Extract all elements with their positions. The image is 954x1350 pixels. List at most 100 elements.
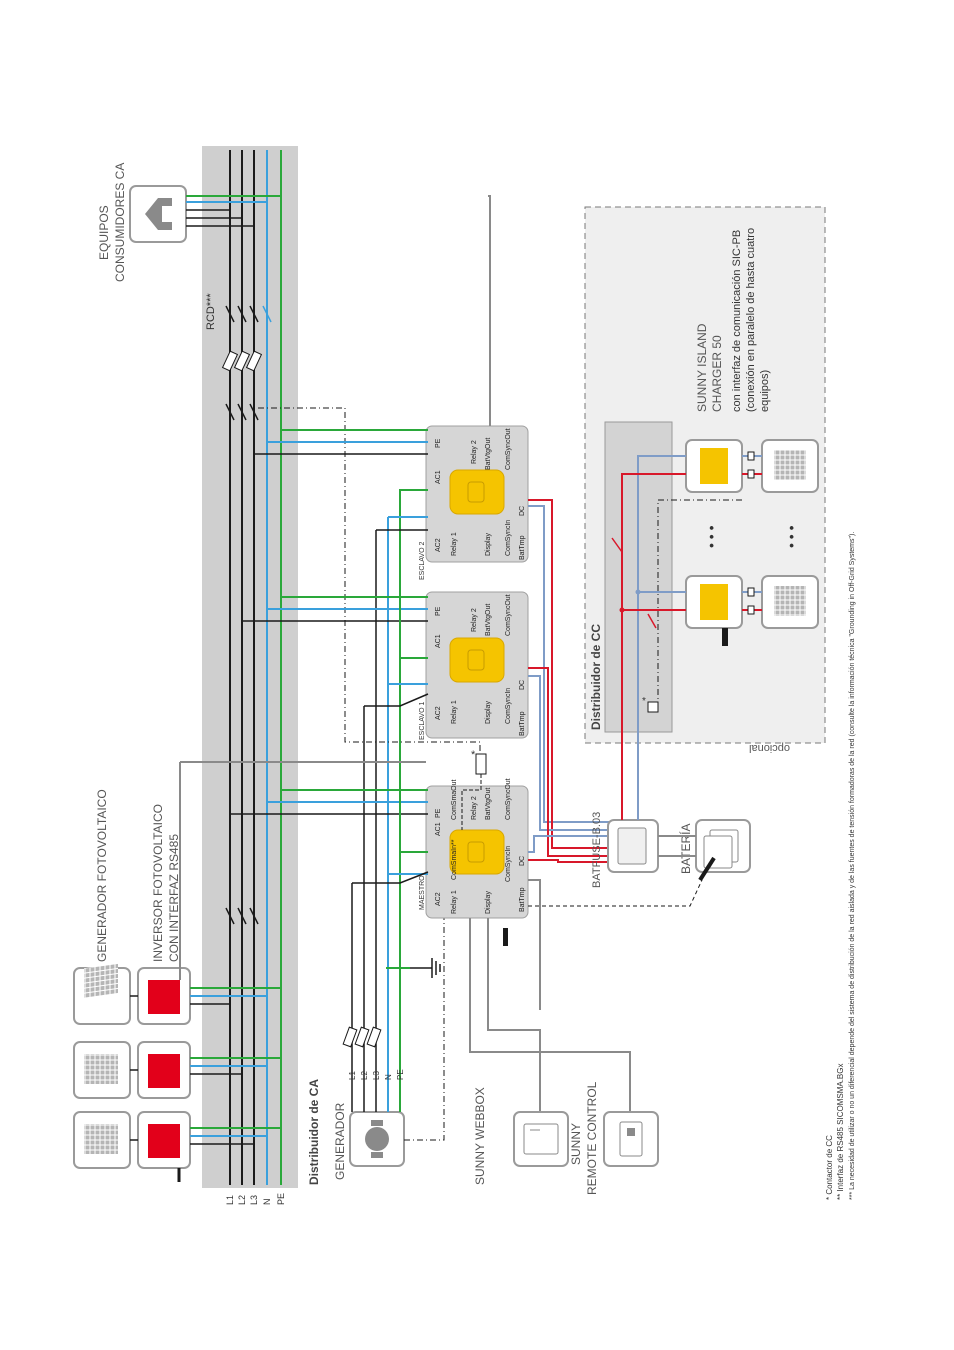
charger-label-2: CHARGER 50 [710, 335, 724, 412]
inverter-icon [148, 980, 180, 1014]
house-icon [145, 198, 172, 230]
slave1-dc: DC [519, 680, 526, 690]
slave1-batvtgout: BatVtgOut [485, 604, 492, 636]
slave1-relay1: Relay 1 [451, 700, 458, 724]
slave2-terminals: AC1 AC2 Relay 1 Relay 2 Display BatVtgOu… [435, 428, 526, 560]
bus-breakers-top [225, 403, 259, 421]
pv-panel-icon [84, 1124, 118, 1154]
sunny-remote-control [603, 1111, 659, 1167]
sunny-island-slave-1 [425, 591, 529, 739]
slave2-battmp: BatTmp [519, 535, 526, 560]
charger-pv-icon [774, 450, 806, 480]
charger-display [700, 448, 728, 484]
master-battmp: BatTmp [519, 887, 526, 912]
optional-label: opcional [749, 742, 790, 754]
dc-contactor-2 [647, 701, 659, 713]
dc-wiring-units [528, 499, 610, 863]
master-relay2: Relay 2 [471, 796, 478, 820]
master-ac1-pe: PE [435, 808, 442, 818]
slave2-comsyncin: ComSyncIn [505, 520, 512, 556]
footnotes: * Contactor de CC ** Interfaz de RS485 S… [825, 532, 856, 1200]
gen-label-l3: L3 [372, 1071, 381, 1080]
master-terminals: AC1 AC2 Relay 1 ComSmaOut ComSmaIn** Dis… [435, 778, 526, 914]
master-ac2: AC2 [435, 892, 442, 906]
gen-label-l1: L1 [348, 1071, 357, 1080]
communication-wires [179, 195, 631, 1112]
inverter-icon [148, 1054, 180, 1088]
bus-label-pe: PE [276, 1193, 286, 1205]
slave2-relay2: Relay 2 [471, 440, 478, 464]
slave2-comsyncout: ComSyncOut [505, 428, 512, 470]
inverter-label-1: INVERSOR FOTOVOLTAICO [151, 804, 165, 962]
slave2-relay1: Relay 1 [451, 532, 458, 556]
master-dc: DC [519, 856, 526, 866]
bus-fuses [221, 350, 263, 372]
charger-dc-wiring [619, 455, 686, 820]
contactor-star-1: * [471, 749, 476, 761]
slave1-unit-display [449, 637, 505, 683]
battmp-sensor [503, 928, 508, 946]
rcd-label: RCD*** [205, 293, 217, 330]
gen-label-pe: PE [396, 1069, 405, 1080]
generator-line-labels: L1 L2 L3 N PE [348, 1069, 405, 1080]
footnote-3: *** La necesidad de utilizar o no un dif… [849, 532, 856, 1200]
consumer-label-1: EQUIPOS [97, 205, 111, 260]
charger-switches [611, 537, 657, 629]
sunny-webbox [513, 1111, 569, 1167]
slave1-battmp: BatTmp [519, 711, 526, 736]
pv-string-1 [73, 963, 281, 1025]
sunny-island-slave-2 [425, 425, 529, 563]
master-ac1: AC1 [435, 822, 442, 836]
generator [349, 1111, 405, 1167]
ac1-wiring [230, 429, 428, 815]
charger-label-4: (conexión en paralelo de hasta cuatro [745, 228, 757, 412]
battery-label: BATERÍA [678, 824, 693, 874]
slave2-unit-display [449, 469, 505, 515]
contactor-star-2: * [642, 696, 646, 707]
pv-generator-label: GENERADOR FOTOVOLTAICO [95, 789, 109, 962]
master-batvtgout: BatVtgOut [485, 788, 492, 820]
master-unit-display [449, 829, 505, 875]
slave1-ac1-pe: PE [435, 606, 442, 616]
master-display: Display [485, 891, 492, 914]
bus-label-l3: L3 [249, 1195, 259, 1205]
charger-display [700, 584, 728, 620]
bus-line-labels: L1 L2 L3 N PE [225, 1193, 286, 1205]
bus-label-n: N [262, 1199, 272, 1206]
consumer-equipment [129, 185, 281, 243]
dc-contactor-master: * [461, 749, 487, 830]
slave2-batvtgout: BatVtgOut [485, 438, 492, 470]
slave1-label: ESCLAVO 1 [419, 702, 426, 740]
bus-breakers-bottom [225, 907, 259, 925]
charger-label-5: equipos) [759, 370, 771, 412]
inverter-label-2: CON INTERFAZ RS485 [167, 834, 181, 962]
slave1-ac1: AC1 [435, 634, 442, 648]
pv-string-3 [73, 1111, 281, 1182]
slave1-comsyncin: ComSyncIn [505, 688, 512, 724]
bus-label-l1: L1 [225, 1195, 235, 1205]
charger-label-3: con interfaz de comunicación SIC-PB [731, 230, 743, 412]
slave1-relay2: Relay 2 [471, 608, 478, 632]
footnote-2: ** Interfaz de RS485 SICOMSMA.BGx [836, 1064, 845, 1201]
pv-string-2 [73, 1041, 281, 1099]
generator-icon [365, 1127, 389, 1151]
charger-label-1: SUNNY ISLAND [695, 323, 709, 412]
ac2-wiring [352, 489, 429, 987]
charger-pv-icon [774, 586, 806, 616]
inverter-icon [148, 1124, 180, 1158]
consumer-label-2: CONSUMIDORES CA [113, 163, 127, 282]
dc-distributor-label: Distribuidor de CC [589, 624, 603, 730]
slave2-label: ESCLAVO 2 [419, 542, 426, 580]
slave2-dc: DC [519, 506, 526, 516]
slave2-display: Display [485, 533, 492, 556]
slave1-comsyncout: ComSyncOut [505, 594, 512, 636]
webbox-label: SUNNY WEBBOX [473, 1087, 487, 1185]
sunny-island-master [425, 785, 529, 919]
slave1-terminals: AC1 AC2 Relay 1 Relay 2 Display BatVtgOu… [435, 594, 526, 736]
footnote-1: * Contactor de CC [825, 1135, 834, 1200]
master-comsmaout: ComSmaOut [451, 779, 458, 820]
master-comsmain: ComSmaIn** [451, 839, 458, 880]
slave1-ac2: AC2 [435, 706, 442, 720]
master-relay1: Relay 1 [451, 890, 458, 914]
